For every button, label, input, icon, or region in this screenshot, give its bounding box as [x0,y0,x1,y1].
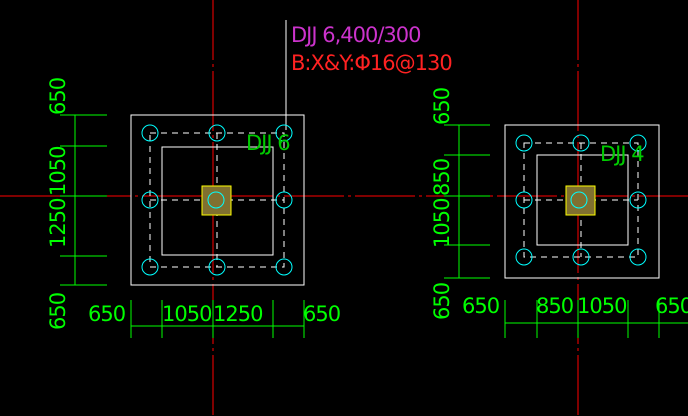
footing-name-text[interactable]: DJJ 6,400/300 [291,23,422,47]
dim-label: 1250 [46,199,70,248]
left-footing-horizontal-dimension-labels: 650 1050 1250 650 [88,302,341,326]
bolt-circle [515,248,533,266]
footing-outline [504,124,660,279]
bolt-circle [208,258,226,276]
bolt-circle [208,124,226,142]
right-footing-vertical-dimension-labels: 650 850 1050 650 [430,88,454,320]
bolt-circle [275,191,293,209]
bolt-group [515,134,647,266]
dim-label: 1050 [162,302,211,326]
dim-label: 650 [46,293,70,330]
dim-label: 650 [655,294,688,318]
footing-label[interactable]: DJJ 4 [600,142,645,166]
dim-label: 1050 [430,199,454,248]
bolt-circle [275,258,293,276]
dim-label: 1250 [213,302,262,326]
column-fill [201,185,232,216]
footing-label[interactable]: DJJ 6 [246,131,291,155]
column-center-bolt [207,191,225,209]
dim-label: 850 [536,294,573,318]
dim-label: 1050 [46,147,70,196]
dim-label: 1050 [577,294,626,318]
dim-label: 650 [88,302,125,326]
bolt-circle [629,248,647,266]
bolt-circle [515,134,533,152]
bolt-group [141,124,293,276]
footing-left[interactable]: DJJ 6 [130,114,305,286]
bolt-circle [515,191,533,209]
left-footing-horizontal-dimension [130,300,305,338]
dim-label: 650 [46,78,70,115]
dim-label: 650 [303,302,340,326]
bolt-circle [141,258,159,276]
column-fill [565,185,596,216]
left-footing-vertical-dimension-labels: 650 1050 1250 650 [46,78,70,330]
bolt-circle [572,134,590,152]
bolt-circle [275,124,293,142]
rebar-spec-text[interactable]: B:X&Y:Φ16@130 [291,51,453,75]
right-footing-horizontal-dimension-labels: 650 850 1050 650 [462,294,688,318]
bolt-circle [629,134,647,152]
footing-outline [130,114,305,286]
bolt-circle [572,248,590,266]
right-footing-vertical-dimension [444,124,490,279]
dim-label: 650 [462,294,499,318]
bolt-circle [141,191,159,209]
bolt-circle [141,124,159,142]
bolt-circle [629,191,647,209]
dim-label: 850 [430,159,454,196]
dim-label: 650 [430,88,454,125]
dim-label: 650 [430,283,454,320]
column-center-bolt [570,191,588,209]
right-footing-horizontal-dimension [504,300,688,338]
left-footing-vertical-dimension [60,114,107,286]
footing-right[interactable]: DJJ 4 [504,124,660,279]
